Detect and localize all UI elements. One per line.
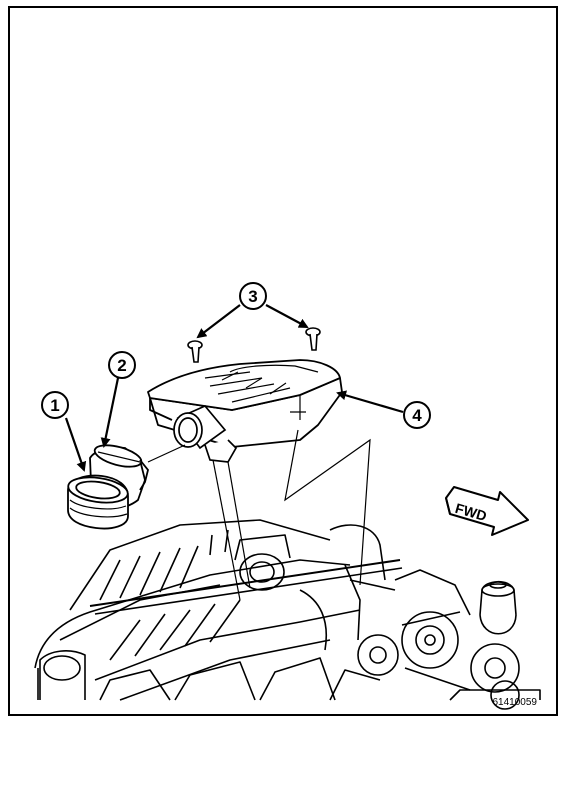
figure-id: 61410059 <box>493 697 538 708</box>
callout-3-label: 3 <box>248 287 257 306</box>
callout-arrow-4 <box>336 390 404 414</box>
callout-4: 4 <box>403 401 431 429</box>
alignment-lines <box>147 429 371 601</box>
callout-2-label: 2 <box>117 356 126 375</box>
bolt-right <box>305 327 321 351</box>
mounting-bolts <box>187 327 321 363</box>
figure-border <box>8 6 558 716</box>
callout-arrow-3b <box>265 304 309 328</box>
forward-direction-arrow: FWD <box>445 486 529 536</box>
callout-1-label: 1 <box>50 396 59 415</box>
callout-4-label: 4 <box>412 406 422 425</box>
air-box-outlet <box>173 404 238 463</box>
callout-2: 2 <box>108 351 136 379</box>
callout-3: 3 <box>239 282 267 310</box>
callout-arrow-3a <box>196 304 241 339</box>
callout-arrow-2 <box>100 377 120 448</box>
callout-arrow-1 <box>64 417 87 472</box>
callout-arrows <box>64 304 404 472</box>
engine-assembly <box>34 519 541 710</box>
callout-1: 1 <box>41 391 69 419</box>
bolt-left <box>187 340 203 363</box>
hose-clamp <box>67 474 129 530</box>
